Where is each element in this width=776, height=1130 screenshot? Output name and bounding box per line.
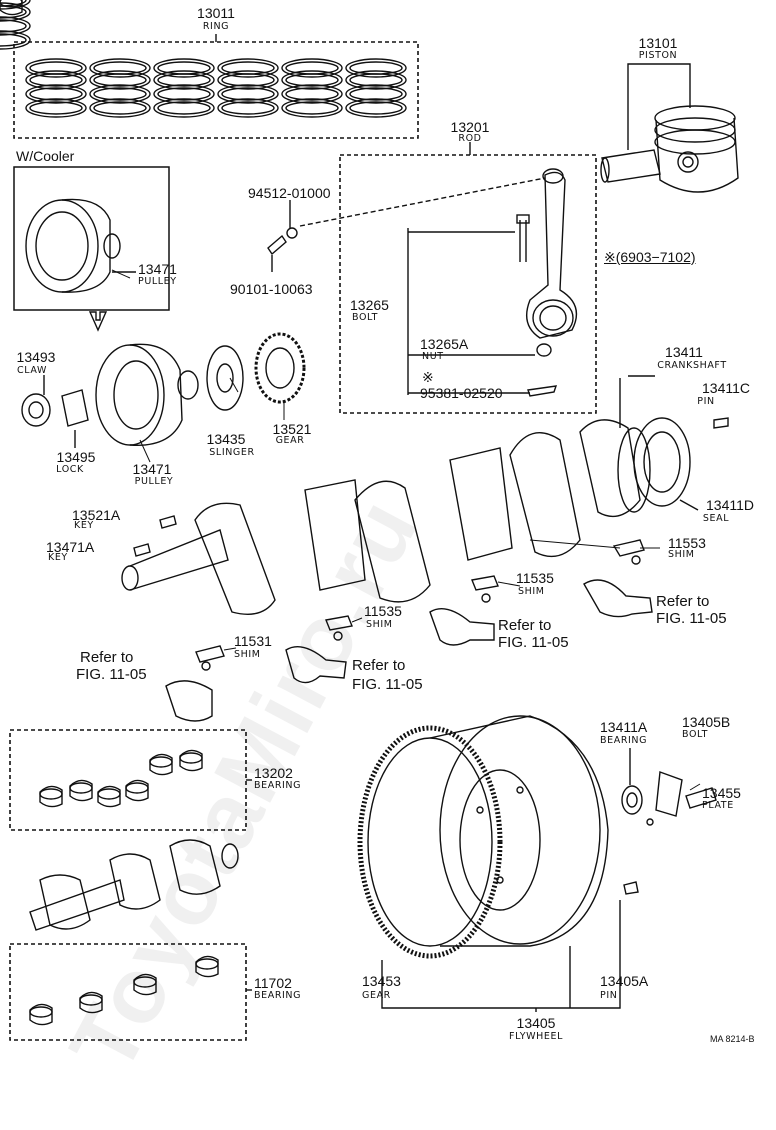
fw-plate-name: PLATE xyxy=(702,800,734,811)
key-gear-name: KEY xyxy=(74,520,94,531)
crank-pin-name: PIN xyxy=(697,396,715,407)
seal-name: SEAL xyxy=(702,513,730,524)
date-note: ※(6903−7102) xyxy=(604,249,696,265)
crank-pin-number: 13411C xyxy=(701,380,751,396)
rod-assembly-group xyxy=(299,142,597,414)
rod-bolt-name: BOLT xyxy=(352,312,379,323)
bearing-13202-number: 13202 xyxy=(254,765,293,781)
rod-name: ROD xyxy=(458,133,482,144)
pulley-cooler-name: PULLEY xyxy=(138,276,177,287)
bolt-90101-number: 90101-10063 xyxy=(230,281,313,297)
bearing-11702-group xyxy=(9,943,252,1041)
gear-name: GEAR xyxy=(275,435,305,446)
pilot-bearing-number: 13411A xyxy=(600,719,648,735)
ring-set-group xyxy=(0,0,419,139)
keys-shims-drawing xyxy=(133,515,645,671)
pulley-cooler-number: 13471 xyxy=(138,261,177,277)
claw-number: 13493 xyxy=(16,349,56,365)
shim-11553-number: 11553 xyxy=(668,535,706,551)
rod-95381-number: 95381-02520 xyxy=(420,385,503,401)
crankshaft-drawing xyxy=(121,375,729,615)
key-gear-number: 13521A xyxy=(72,507,121,523)
gear-number: 13521 xyxy=(272,421,312,437)
rod-bolt-number: 13265 xyxy=(350,297,389,313)
lock-number: 13495 xyxy=(56,449,96,465)
refer-2-line2[interactable]: FIG. 11-05 xyxy=(352,676,423,693)
shim-11535b-name: SHIM xyxy=(366,619,393,630)
rod-mark: ※ xyxy=(422,369,434,385)
shim-11535b-number: 11535 xyxy=(364,603,402,619)
fw-plate-number: 13455 xyxy=(702,785,741,801)
bearing-13202-group xyxy=(0,0,252,831)
refer-3-line2[interactable]: FIG. 11-05 xyxy=(498,634,569,651)
shim-11531-number: 11531 xyxy=(234,633,272,649)
leader-lines xyxy=(111,269,701,791)
rod-number: 13201 xyxy=(450,119,490,135)
claw-name: CLAW xyxy=(17,365,47,376)
key-pulley-number: 13471A xyxy=(46,539,95,555)
fw-pin-name: PIN xyxy=(600,990,618,1001)
variant-label: W/Cooler xyxy=(16,148,75,164)
bearing-11702-name: BEARING xyxy=(254,990,302,1001)
fw-bolt-name: BOLT xyxy=(682,729,709,740)
ring-gear-name: GEAR xyxy=(362,990,391,1001)
refer-1-line1[interactable]: Refer to xyxy=(80,649,134,666)
flywheel-name: FLYWHEEL xyxy=(509,1031,563,1042)
bearing-caps-drawing xyxy=(165,579,653,722)
fw-pin-number: 13405A xyxy=(600,973,649,989)
piston-drawing xyxy=(600,63,739,193)
key-pulley-name: KEY xyxy=(48,552,68,563)
refer-3-line1[interactable]: Refer to xyxy=(498,617,552,634)
ring-gear-number: 13453 xyxy=(362,973,401,989)
pulley-number: 13471 xyxy=(132,461,172,477)
piston-name: PISTON xyxy=(638,50,678,61)
bolt-94512-number: 94512-01000 xyxy=(248,185,331,201)
pulley-name: PULLEY xyxy=(134,476,174,487)
shim-11535a-name: SHIM xyxy=(518,586,545,597)
flywheel-drawing xyxy=(357,715,717,1012)
shim-11553-name: SHIM xyxy=(668,549,695,560)
piston-number: 13101 xyxy=(638,35,678,51)
rod-nut-name: NUT xyxy=(422,351,444,362)
flywheel-number: 13405 xyxy=(516,1015,556,1031)
bearing-11702-number: 11702 xyxy=(254,975,292,991)
refer-2-line1[interactable]: Refer to xyxy=(352,657,406,674)
small-crankshaft-drawing xyxy=(29,839,239,931)
refer-4-line2[interactable]: FIG. 11-05 xyxy=(656,610,727,627)
pilot-bearing-name: BEARING xyxy=(600,735,648,746)
seal-number: 13411D xyxy=(705,497,755,513)
slinger-number: 13435 xyxy=(206,431,246,447)
lock-name: LOCK xyxy=(56,464,84,475)
refer-1-line2[interactable]: FIG. 11-05 xyxy=(76,666,147,683)
fw-bolt-number: 13405B xyxy=(682,714,731,730)
crankshaft-number: 13411 xyxy=(665,344,703,360)
diagram-code: MA 8214-B xyxy=(710,1034,755,1044)
shim-11535a-number: 11535 xyxy=(516,570,554,586)
ring-number: 13011 xyxy=(197,5,235,21)
cooler-pulley-group xyxy=(13,166,170,332)
bearing-13202-name: BEARING xyxy=(254,780,302,791)
crankshaft-name: CRANKSHAFT xyxy=(657,360,727,371)
refer-4-line1[interactable]: Refer to xyxy=(656,593,710,610)
slinger-name: SLINGER xyxy=(209,447,255,458)
front-pulley-drawing xyxy=(21,332,306,448)
shim-11531-name: SHIM xyxy=(234,649,261,660)
bolts-small-drawing xyxy=(267,200,298,272)
ring-name: RING xyxy=(202,21,230,32)
rod-nut-number: 13265A xyxy=(420,336,469,352)
